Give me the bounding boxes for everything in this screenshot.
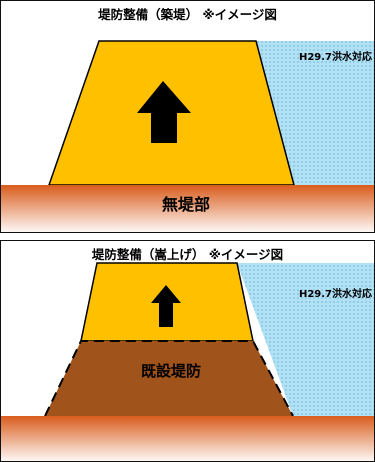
flood-note: H29.7洪水対応 (298, 52, 372, 63)
existing-levee-outline (44, 340, 294, 417)
panel-title: 堤防整備（築堤） ※イメージ図 (98, 7, 277, 22)
panel-title: 堤防整備（嵩上げ） ※イメージ図 (91, 247, 284, 262)
existing-levee-label: 既設堤防 (140, 362, 201, 380)
existing-levee-body (45, 341, 293, 416)
levee-construction-panel: 堤防整備（築堤） ※イメージ図 H29.7洪水対応 無堤部 (0, 0, 375, 233)
water-area (237, 263, 374, 416)
levee-raising-panel: 堤防整備（嵩上げ） ※イメージ図 H29.7洪水対応 既設堤防 (0, 240, 375, 462)
levee-raising-diagram (1, 262, 374, 461)
up-arrow (151, 285, 181, 327)
ground (1, 185, 374, 232)
ground (1, 416, 374, 461)
up-arrow (137, 81, 191, 143)
levee-construction-diagram (1, 40, 374, 232)
flood-note: H29.7洪水対応 (298, 289, 372, 300)
water-area (256, 41, 374, 185)
ground-label: 無堤部 (161, 195, 210, 214)
